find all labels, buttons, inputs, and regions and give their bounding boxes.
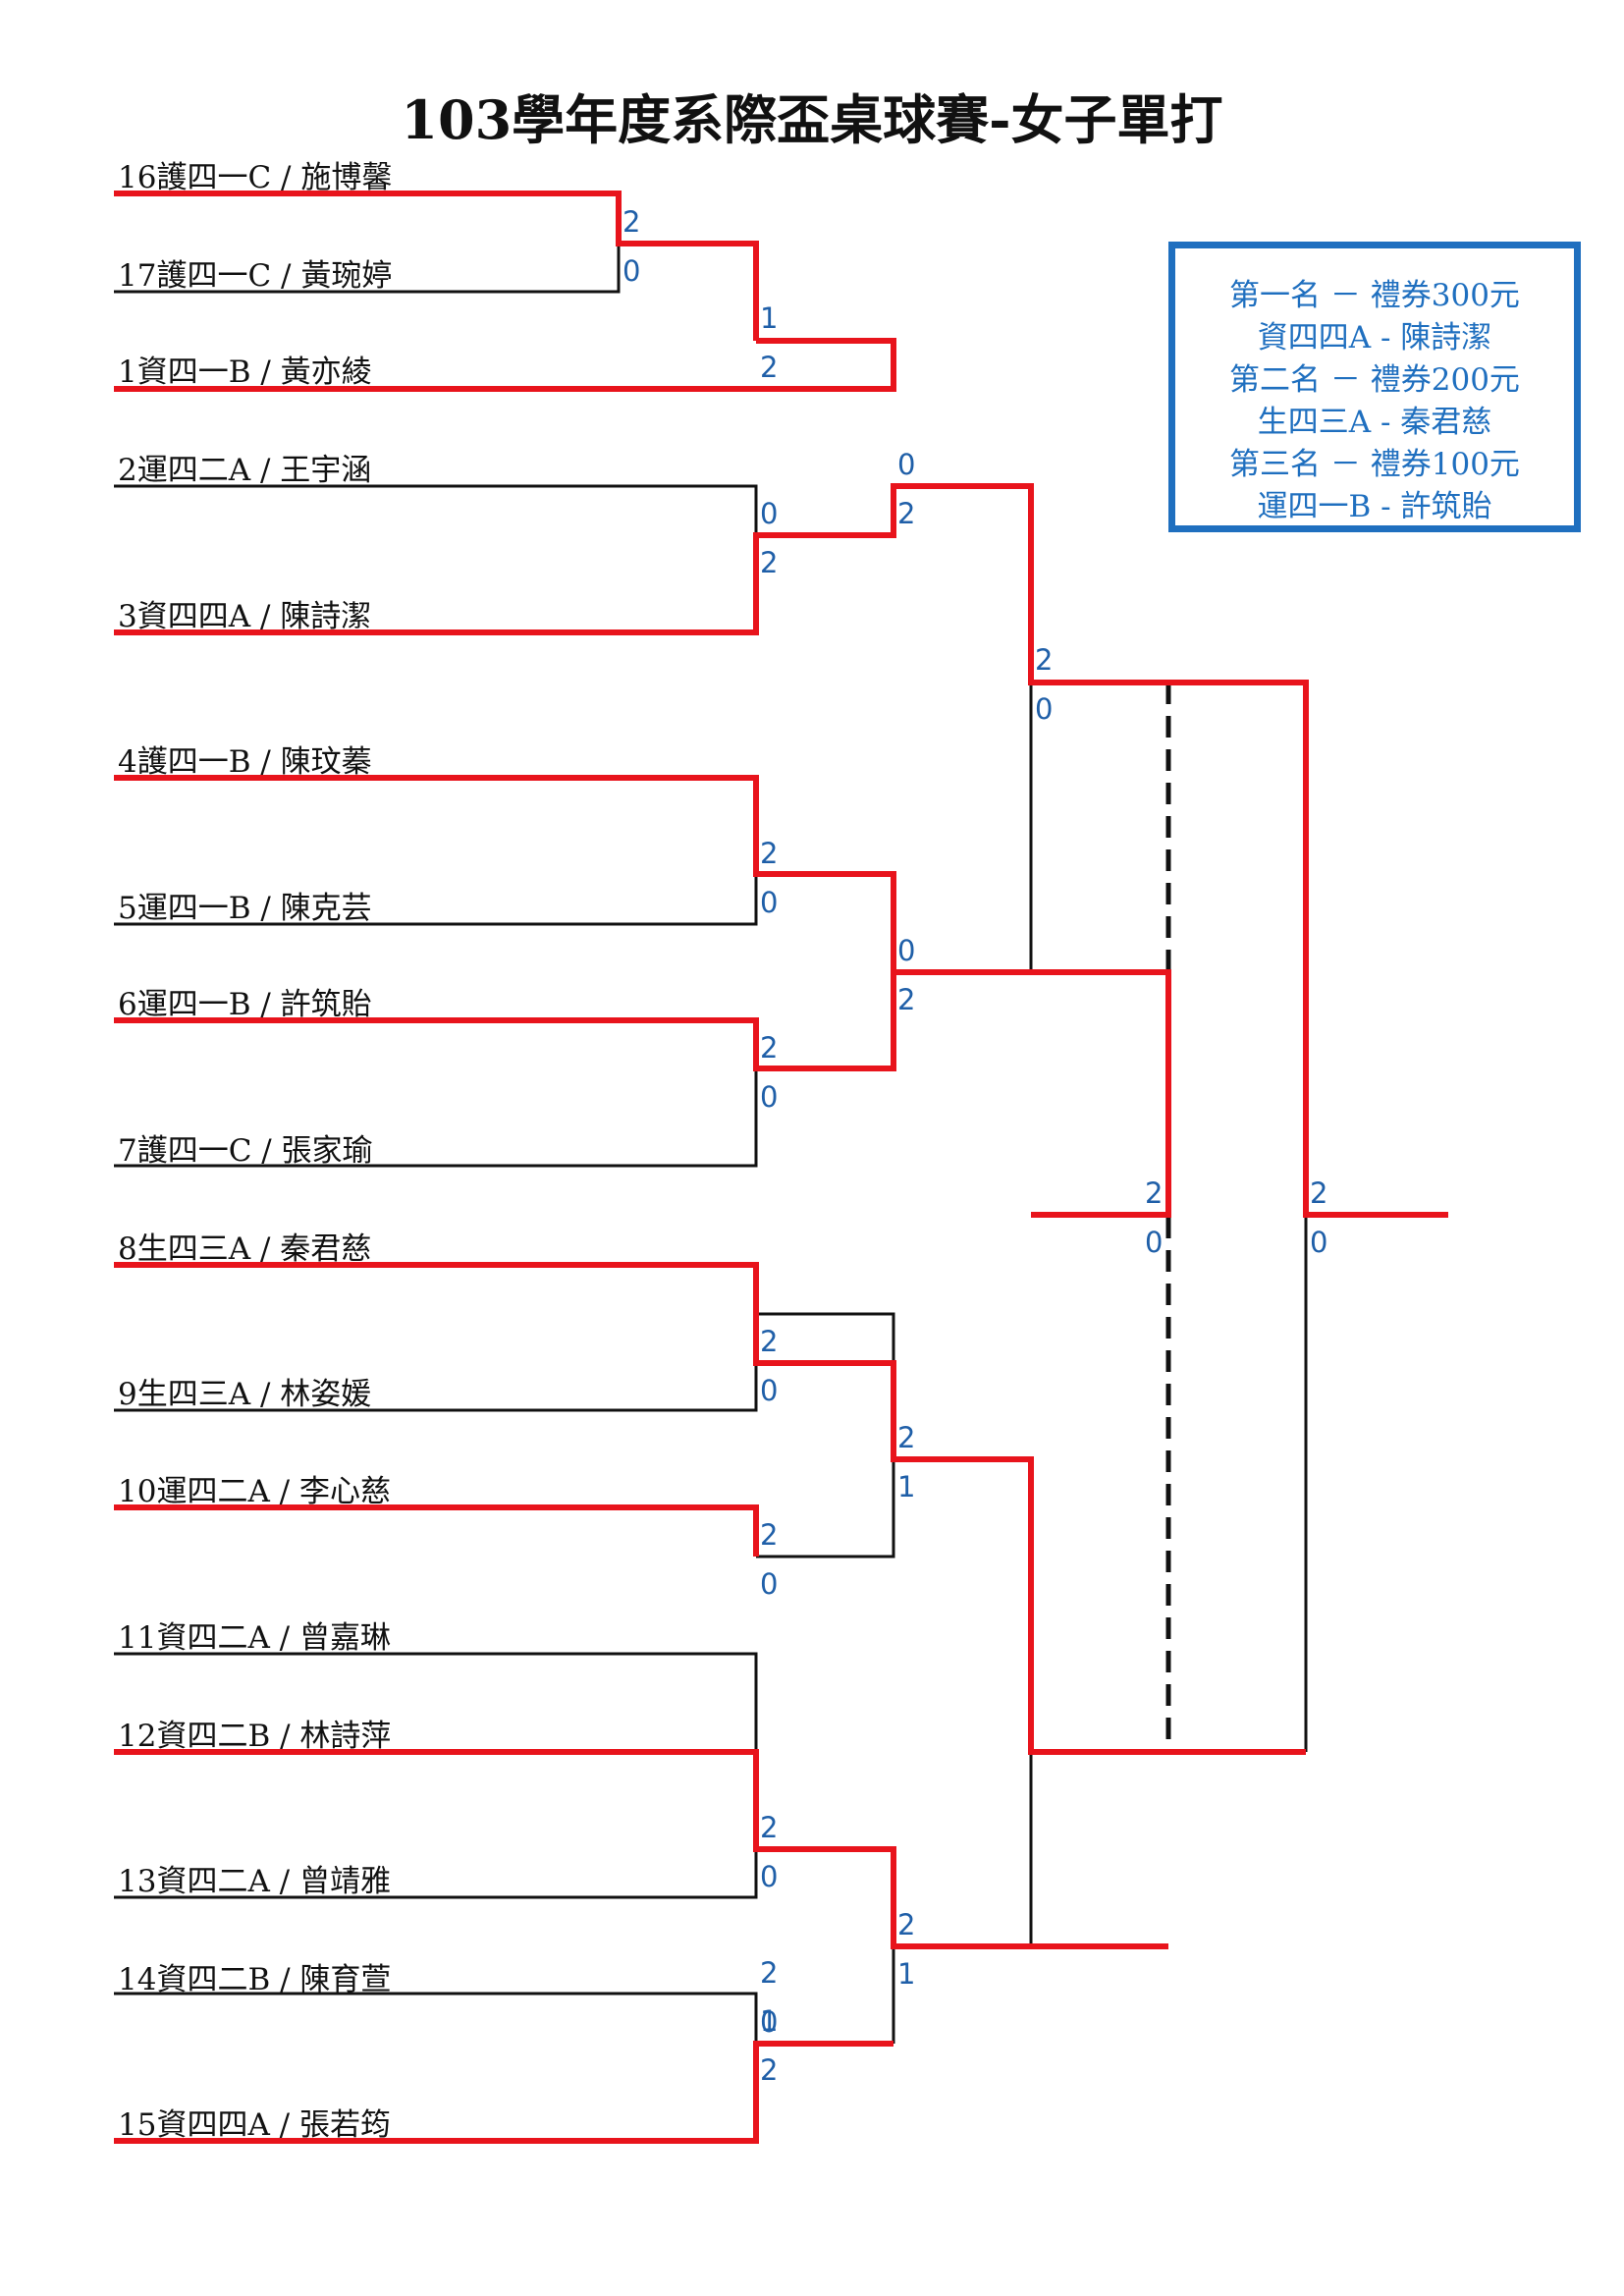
winner-path xyxy=(114,483,1448,1218)
score-label: 1 xyxy=(760,301,779,335)
score-label: 2 xyxy=(760,2053,779,2087)
score-label: 0 xyxy=(1145,1226,1164,1259)
bracket-line xyxy=(114,1652,758,1752)
bracket-line xyxy=(114,484,758,535)
score-label: 0 xyxy=(760,1567,779,1601)
bracket-line xyxy=(114,874,758,926)
bracket-line xyxy=(114,1068,758,1168)
player-name: 12資四二B / 林詩萍 xyxy=(118,1719,392,1754)
player-name: 11資四二A / 曾嘉琳 xyxy=(118,1620,391,1656)
player-name: 7護四一C / 張家瑜 xyxy=(118,1133,373,1169)
score-label: 0 xyxy=(760,1080,779,1114)
player-name: 15資四四A / 張若筠 xyxy=(118,2107,391,2143)
player-name: 10運四二A / 李心慈 xyxy=(118,1474,391,1509)
score-label: 2 xyxy=(760,1325,779,1358)
prize-line: 生四三A - 秦君慈 xyxy=(1257,405,1492,440)
score-label: 2 xyxy=(760,546,779,579)
score-label: 2 xyxy=(1310,1176,1328,1210)
score-label: 2 xyxy=(760,837,779,870)
score-label: 2 xyxy=(1035,643,1054,677)
score-label: 2 xyxy=(897,1421,916,1454)
player-name: 9生四三A / 林姿媛 xyxy=(118,1377,372,1412)
score-label: 0 xyxy=(623,254,641,288)
player-name: 8生四三A / 秦君慈 xyxy=(118,1231,372,1267)
player-name: 1資四一B / 黃亦綾 xyxy=(118,355,372,390)
player-name: 2運四二A / 王宇涵 xyxy=(118,453,372,488)
player-name: 17護四一C / 黃琬婷 xyxy=(118,258,393,294)
score-label: 0 xyxy=(760,1374,779,1407)
player-name: 3資四四A / 陳詩潔 xyxy=(118,599,372,634)
score-label: 0 xyxy=(1310,1226,1328,1259)
score-label: 2 xyxy=(760,351,779,384)
score-label: 2 xyxy=(623,205,641,239)
score-label: 1 xyxy=(897,1470,916,1503)
score-label: 0 xyxy=(760,2005,779,2039)
prize-line: 運四一B - 許筑貽 xyxy=(1257,489,1492,524)
score-label: 0 xyxy=(760,497,779,530)
score-label: 2 xyxy=(760,1031,779,1065)
score-label: 0 xyxy=(760,1860,779,1893)
bracket-line xyxy=(756,1459,895,1558)
winner-path xyxy=(114,338,896,392)
score-label: 2 xyxy=(760,1956,779,1990)
bracket-lines xyxy=(114,244,1308,2044)
player-name: 6運四一B / 許筑貽 xyxy=(118,987,372,1022)
bracket-line xyxy=(114,1992,758,2044)
prize-line: 資四四A - 陳詩潔 xyxy=(1257,320,1492,355)
score-label: 0 xyxy=(1035,692,1054,726)
score-label: 0 xyxy=(897,934,916,967)
score-label: 2 xyxy=(760,1811,779,1844)
winner-path xyxy=(114,1504,759,1557)
score-label: 2 xyxy=(760,1518,779,1552)
prize-line: 第一名 － 禮券300元 xyxy=(1229,278,1520,313)
score-label: 0 xyxy=(897,448,916,481)
player-name: 14資四二B / 陳育萱 xyxy=(118,1962,392,1997)
score-label: 2 xyxy=(1145,1176,1164,1210)
score-label: 2 xyxy=(897,1908,916,1941)
score-label: 1 xyxy=(897,1957,916,1991)
bracket-line xyxy=(114,244,621,294)
score-label: 1 xyxy=(760,2004,779,2038)
winner-path xyxy=(114,2041,893,2144)
prize-line: 第二名 － 禮券200元 xyxy=(1229,362,1520,398)
score-label: 0 xyxy=(760,886,779,919)
player-name: 13資四二A / 曾靖雅 xyxy=(118,1864,391,1899)
player-name: 16護四一C / 施博馨 xyxy=(118,160,393,195)
page-title: 103學年度系際盃桌球賽-女子單打 xyxy=(401,88,1223,151)
player-name: 4護四一B / 陳玟蓁 xyxy=(118,744,372,780)
winner-path xyxy=(114,191,759,341)
score-label: 2 xyxy=(897,983,916,1016)
prize-line: 第三名 － 禮券100元 xyxy=(1229,447,1520,482)
player-name: 5運四一B / 陳克芸 xyxy=(118,891,372,926)
prize-box: 第一名 － 禮券300元 資四四A - 陳詩潔 第二名 － 禮券200元 生四三… xyxy=(1168,242,1581,532)
score-label: 2 xyxy=(897,497,916,530)
winner-path xyxy=(114,972,896,1071)
winner-path xyxy=(114,1262,1306,1755)
winner-paths xyxy=(114,191,1448,2144)
winner-path xyxy=(114,775,1171,1218)
winner-path xyxy=(114,1749,1168,1949)
